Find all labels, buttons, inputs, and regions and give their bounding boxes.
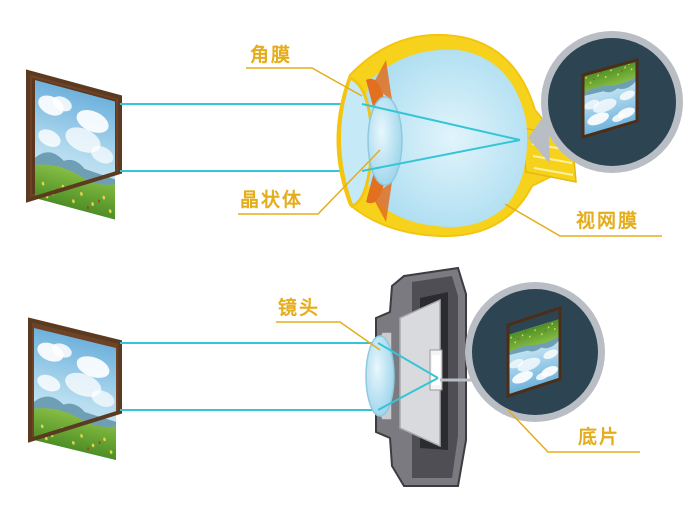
camera-cross-section xyxy=(365,266,467,487)
bottom-landscape-painting xyxy=(28,317,122,460)
film-magnifier-circle xyxy=(440,282,605,422)
top-landscape-painting xyxy=(26,69,122,220)
top-leader-lines xyxy=(238,67,662,237)
retina-label: 视网膜 xyxy=(576,210,640,232)
eye-cross-section xyxy=(336,33,577,238)
top-incoming-rays xyxy=(120,103,362,172)
bottom-leader-lines xyxy=(276,321,640,453)
camera-lens-label: 镜头 xyxy=(278,297,321,319)
bottom-incoming-rays xyxy=(120,342,378,411)
retina-magnifier-circle xyxy=(528,31,683,173)
film-label: 底片 xyxy=(578,426,621,448)
cornea-label: 角膜 xyxy=(250,44,293,66)
lens-label: 晶状体 xyxy=(240,189,304,211)
